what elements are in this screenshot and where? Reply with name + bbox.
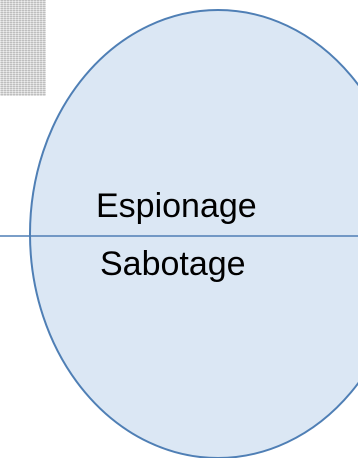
label-sabotage: Sabotage	[100, 245, 246, 283]
ellipse-shape[interactable]	[29, 9, 358, 458]
label-espionage: Espionage	[96, 187, 257, 225]
textured-image-fragment	[0, 0, 46, 96]
